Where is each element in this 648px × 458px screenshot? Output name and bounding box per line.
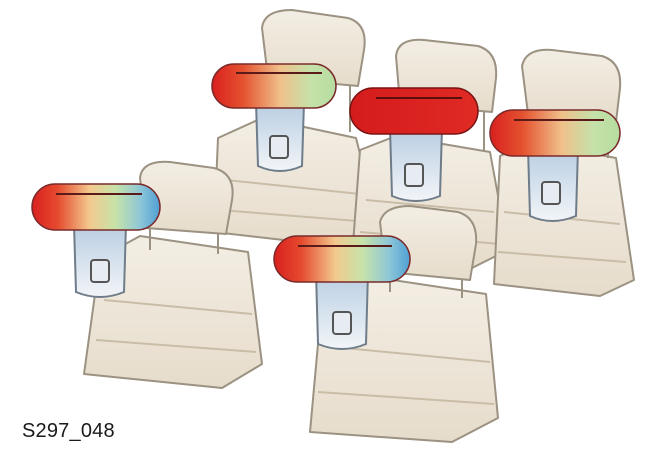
indicator-front-center bbox=[350, 88, 478, 134]
figure-id-caption: S297_048 bbox=[22, 420, 115, 443]
seat-front-left bbox=[212, 10, 378, 246]
latch-plate-rear-left bbox=[74, 224, 126, 297]
latch-plate-front-center bbox=[390, 128, 442, 201]
indicator-front-left bbox=[212, 64, 336, 108]
indicator-front-right bbox=[490, 110, 620, 156]
latch-plate-rear-right bbox=[316, 272, 368, 349]
latch-plate-front-right bbox=[528, 148, 578, 221]
seat-rear-right bbox=[274, 206, 498, 442]
indicator-rear-right bbox=[274, 236, 410, 282]
indicator-rear-left bbox=[32, 184, 160, 230]
latch-plate-front-left bbox=[256, 102, 304, 171]
seat-rear-left bbox=[32, 162, 262, 388]
seat-front-right bbox=[490, 50, 634, 296]
